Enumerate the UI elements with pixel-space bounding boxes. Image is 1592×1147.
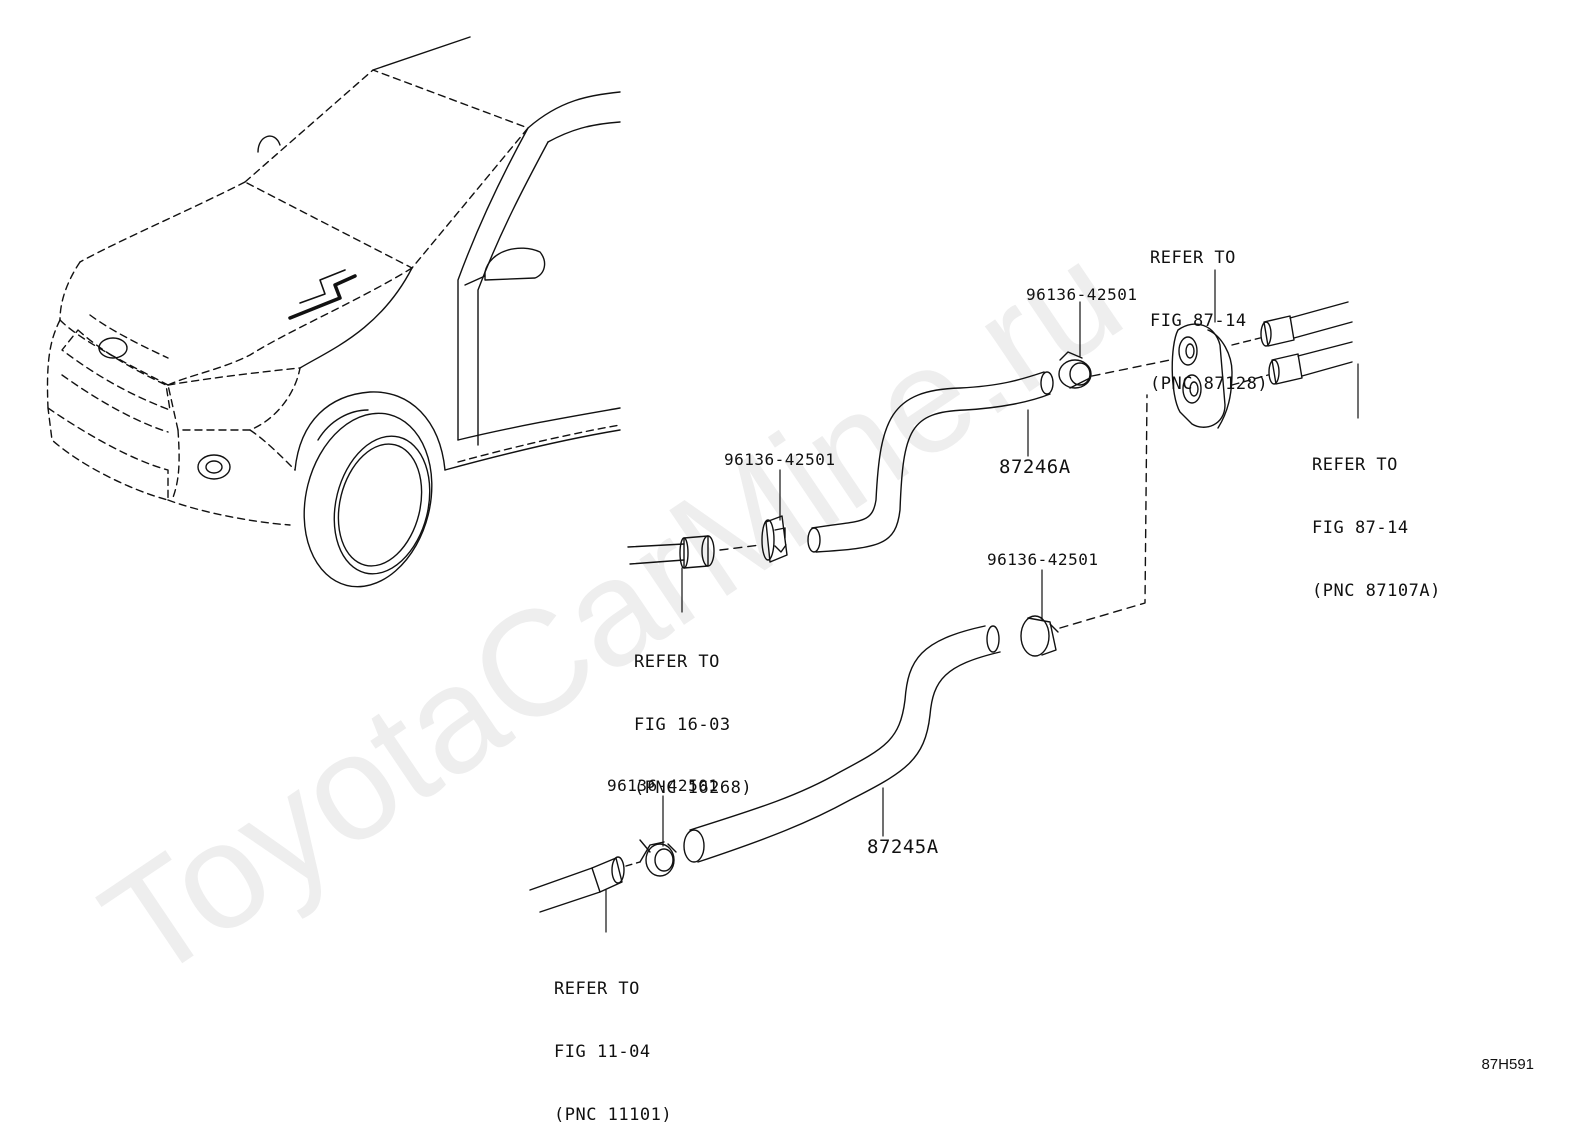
reference-grommet: REFER TO FIG 87-14 (PNC 87128) <box>1150 206 1268 416</box>
hose-87246A <box>808 372 1053 552</box>
ref-line: (PNC 87107A) <box>1312 581 1441 601</box>
clip-label-top: 96136-42501 <box>1026 285 1138 304</box>
reference-fig-16-03: REFER TO FIG 16-03 (PNC 16268) <box>634 610 752 820</box>
leader-lines <box>606 270 1358 932</box>
ref-line: (PNC 16268) <box>634 778 753 798</box>
ref-line: REFER TO <box>1312 455 1398 475</box>
clip-label-right: 96136-42501 <box>987 550 1099 569</box>
pipes-fig-87-14 <box>1232 302 1352 385</box>
clip-label-mid: 96136-42501 <box>724 450 836 469</box>
ref-line: FIG 11-04 <box>554 1042 651 1062</box>
ref-line: FIG 87-14 <box>1312 518 1409 538</box>
clip-mid-shape <box>762 516 787 562</box>
clip-top-shape <box>1059 352 1170 388</box>
clip-bottom-shape <box>640 840 676 876</box>
ref-line: REFER TO <box>1150 248 1236 268</box>
ref-line: REFER TO <box>634 652 720 672</box>
figure-code: 87H591 <box>1481 1056 1534 1073</box>
part-label-87245A: 87245A <box>867 836 939 858</box>
parts-diagram <box>0 0 1592 1099</box>
ref-line: FIG 16-03 <box>634 715 731 735</box>
reference-fig-11-04: REFER TO FIG 11-04 (PNC 11101) <box>554 937 672 1147</box>
part-label-87246A: 87246A <box>999 456 1071 478</box>
ref-line: FIG 87-14 <box>1150 311 1247 331</box>
reference-pipes: REFER TO FIG 87-14 (PNC 87107A) <box>1312 413 1441 623</box>
ref-line: REFER TO <box>554 979 640 999</box>
vehicle-illustration <box>48 37 621 600</box>
ref-line: (PNC 87128) <box>1150 374 1269 394</box>
hose-87245A <box>684 626 1000 862</box>
pipe-fig-16-03 <box>628 536 760 568</box>
grommet-shape <box>1172 324 1232 428</box>
ref-line: (PNC 11101) <box>554 1105 673 1125</box>
clip-label-bottom: 96136-42501 <box>607 776 719 795</box>
pipe-fig-11-04 <box>530 857 640 912</box>
clip-right-shape <box>1021 395 1147 656</box>
